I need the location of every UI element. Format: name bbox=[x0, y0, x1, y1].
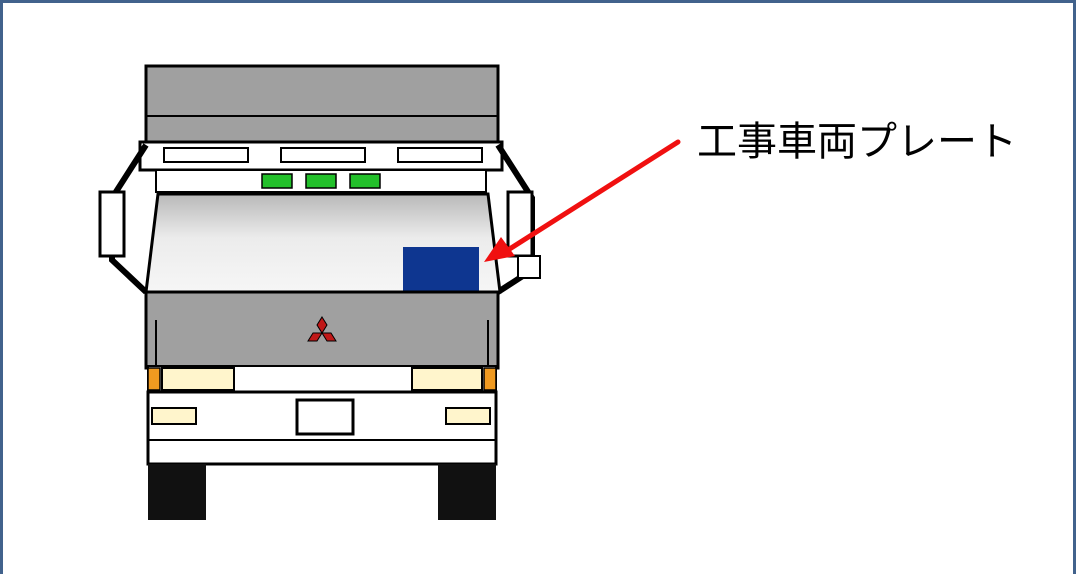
cargo-box bbox=[144, 64, 500, 148]
three-diamond-logo-icon bbox=[307, 316, 337, 342]
pointer-arrow bbox=[484, 139, 681, 262]
indicator-light bbox=[305, 173, 337, 189]
construction-vehicle-plate bbox=[403, 247, 479, 292]
right-tire bbox=[438, 464, 496, 520]
left-turn-signal bbox=[147, 367, 161, 391]
right-turn-signal bbox=[483, 367, 497, 391]
front-license-plate bbox=[295, 398, 355, 436]
left-fog-lamp bbox=[151, 407, 197, 425]
indicator-light bbox=[349, 173, 381, 189]
left-headlight bbox=[161, 367, 235, 391]
right-fog-lamp bbox=[445, 407, 491, 425]
left-mirror bbox=[98, 190, 126, 258]
construction-plate-label: 工事車両プレート bbox=[697, 119, 1017, 165]
right-headlight bbox=[411, 367, 483, 391]
indicator-light bbox=[261, 173, 293, 189]
left-tire bbox=[148, 464, 206, 520]
